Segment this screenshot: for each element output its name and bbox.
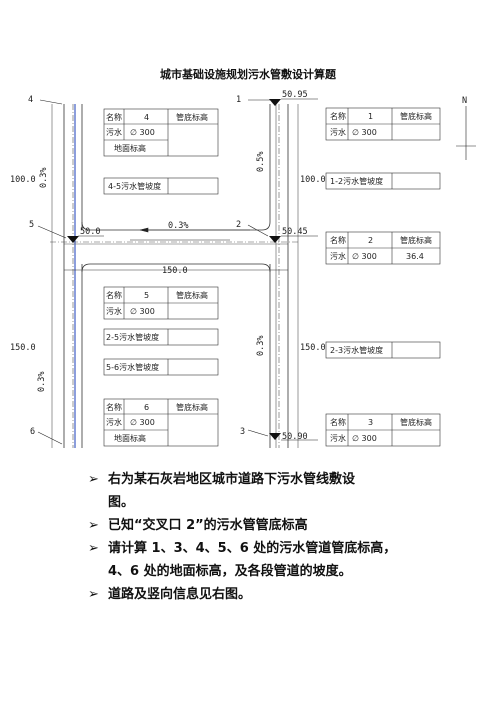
node-3-label: 3: [240, 427, 245, 437]
svg-text:污水: 污水: [106, 417, 122, 427]
node-5-elev: 50.0: [80, 227, 100, 237]
sewer-plan-diagram: 4 1 50.95 5 50.0 2 50.45 6 3 50.90 100.0…: [10, 90, 476, 448]
svg-text:名称: 名称: [330, 417, 346, 427]
arrow-bullet-icon: ➢: [88, 472, 99, 487]
svg-text:名称: 名称: [106, 402, 122, 412]
arrow-bullet-icon: ➢: [88, 518, 99, 533]
table-node-5: 名称 5 管底标高 污水 ∅ 300: [106, 290, 208, 316]
slope-horizontal: 0.3%: [168, 221, 188, 231]
bullet-item: ➢ 右为某石灰岩地区城市道路下污水管线敷设: [88, 468, 488, 491]
svg-text:管底标高: 管底标高: [176, 112, 208, 122]
svg-text:名称: 名称: [330, 235, 346, 245]
slope-right-lower: 0.3%: [256, 336, 266, 356]
svg-text:地面标高: 地面标高: [114, 143, 146, 153]
dim-left-lower: 150.0: [10, 343, 36, 353]
svg-text:1: 1: [368, 112, 373, 121]
table-node-4: 名称 4 管底标高 污水 ∅ 300 地面标高: [106, 112, 208, 153]
dim-right-upper: 100.0: [300, 175, 326, 185]
svg-text:管底标高: 管底标高: [400, 111, 432, 121]
node-4-label: 4: [28, 95, 33, 105]
left-road: [63, 104, 83, 448]
bullet-continuation: 图。: [108, 495, 135, 510]
table-seg-2-5: 2-5污水管坡度: [106, 332, 159, 342]
svg-text:∅ 300: ∅ 300: [130, 418, 155, 427]
dim-left-upper: 100.0: [10, 175, 36, 185]
table-node-3: 名称 3 管底标高 污水 ∅ 300: [330, 417, 432, 443]
arrow-bullet-icon: ➢: [88, 541, 99, 556]
bullet-item: ➢ 请计算 1、3、4、5、6 处的污水管道管底标高，: [88, 537, 488, 560]
table-node-2: 名称 2 管底标高 污水 ∅ 300 36.4: [330, 235, 432, 261]
node-3-marker: [269, 433, 281, 440]
table-seg-1-2: 1-2污水管坡度: [330, 176, 383, 186]
svg-text:污水: 污水: [106, 306, 122, 316]
svg-text:污水: 污水: [330, 127, 346, 137]
svg-text:污水: 污水: [330, 251, 346, 261]
table-seg-4-5: 4-5污水管坡度: [108, 181, 161, 191]
node-markers: [67, 99, 281, 440]
svg-text:∅ 300: ∅ 300: [130, 128, 155, 137]
svg-text:管底标高: 管底标高: [400, 235, 432, 245]
table-seg-5-6: 5-6污水管坡度: [106, 362, 159, 372]
svg-text:3: 3: [368, 418, 373, 427]
svg-text:∅ 300: ∅ 300: [352, 128, 377, 137]
svg-text:名称: 名称: [106, 112, 122, 122]
svg-text:2: 2: [368, 236, 373, 245]
svg-text:地面标高: 地面标高: [114, 433, 146, 443]
page-title: 城市基础设施规划污水管敷设计算题: [160, 68, 336, 81]
table-node-1: 名称 1 管底标高 污水 ∅ 300: [330, 111, 432, 137]
north-label: N: [462, 96, 467, 106]
node-1-label: 1: [236, 95, 241, 105]
node-1-elev: 50.95: [282, 90, 308, 100]
arrow-bullet-icon: ➢: [88, 587, 99, 602]
bullet-continuation: 4、6 处的地面标高，及各段管道的坡度。: [108, 564, 352, 579]
node-2-elev: 50.45: [282, 227, 308, 237]
horizontal-flow-arrow: [139, 227, 149, 233]
problem-statement: ➢ 右为某石灰岩地区城市道路下污水管线敷设 图。 ➢ 已知“交叉口 2”的污水管…: [88, 468, 488, 606]
svg-text:5: 5: [144, 291, 149, 300]
svg-text:名称: 名称: [330, 111, 346, 121]
node-2-marker: [269, 236, 281, 243]
svg-text:∅ 300: ∅ 300: [352, 434, 377, 443]
bullet-item: ➢ 道路及竖向信息见右图。: [88, 583, 488, 606]
node-1-marker: [269, 99, 281, 106]
svg-text:36.4: 36.4: [406, 252, 424, 261]
bullet-item: ➢ 已知“交叉口 2”的污水管管底标高: [88, 514, 488, 537]
slope-left-lower: 0.3%: [37, 372, 47, 392]
table-seg-2-3: 2-3污水管坡度: [330, 345, 383, 355]
dim-right-lower: 150.0: [300, 343, 326, 353]
svg-text:4: 4: [144, 113, 149, 122]
node-2-label: 2: [236, 220, 241, 230]
node-6-label: 6: [30, 427, 35, 437]
svg-text:管底标高: 管底标高: [400, 417, 432, 427]
svg-text:污水: 污水: [330, 433, 346, 443]
slope-left-upper: 0.3%: [39, 168, 49, 188]
node-3-elev: 50.90: [282, 432, 308, 442]
svg-text:污水: 污水: [106, 127, 122, 137]
svg-text:∅ 300: ∅ 300: [130, 307, 155, 316]
north-arrow-icon: [456, 106, 476, 160]
flow-arrows: [130, 227, 250, 241]
table-node-6: 名称 6 管底标高 污水 ∅ 300 地面标高: [106, 402, 208, 443]
slope-right-upper: 0.5%: [256, 152, 266, 172]
svg-text:管底标高: 管底标高: [176, 290, 208, 300]
svg-text:∅ 300: ∅ 300: [352, 252, 377, 261]
right-road: [261, 104, 289, 448]
svg-text:6: 6: [144, 403, 149, 412]
svg-text:管底标高: 管底标高: [176, 402, 208, 412]
dim-horizontal: 150.0: [162, 266, 188, 276]
svg-text:名称: 名称: [106, 290, 122, 300]
node-5-marker: [67, 236, 79, 243]
node-5-label: 5: [29, 220, 34, 230]
